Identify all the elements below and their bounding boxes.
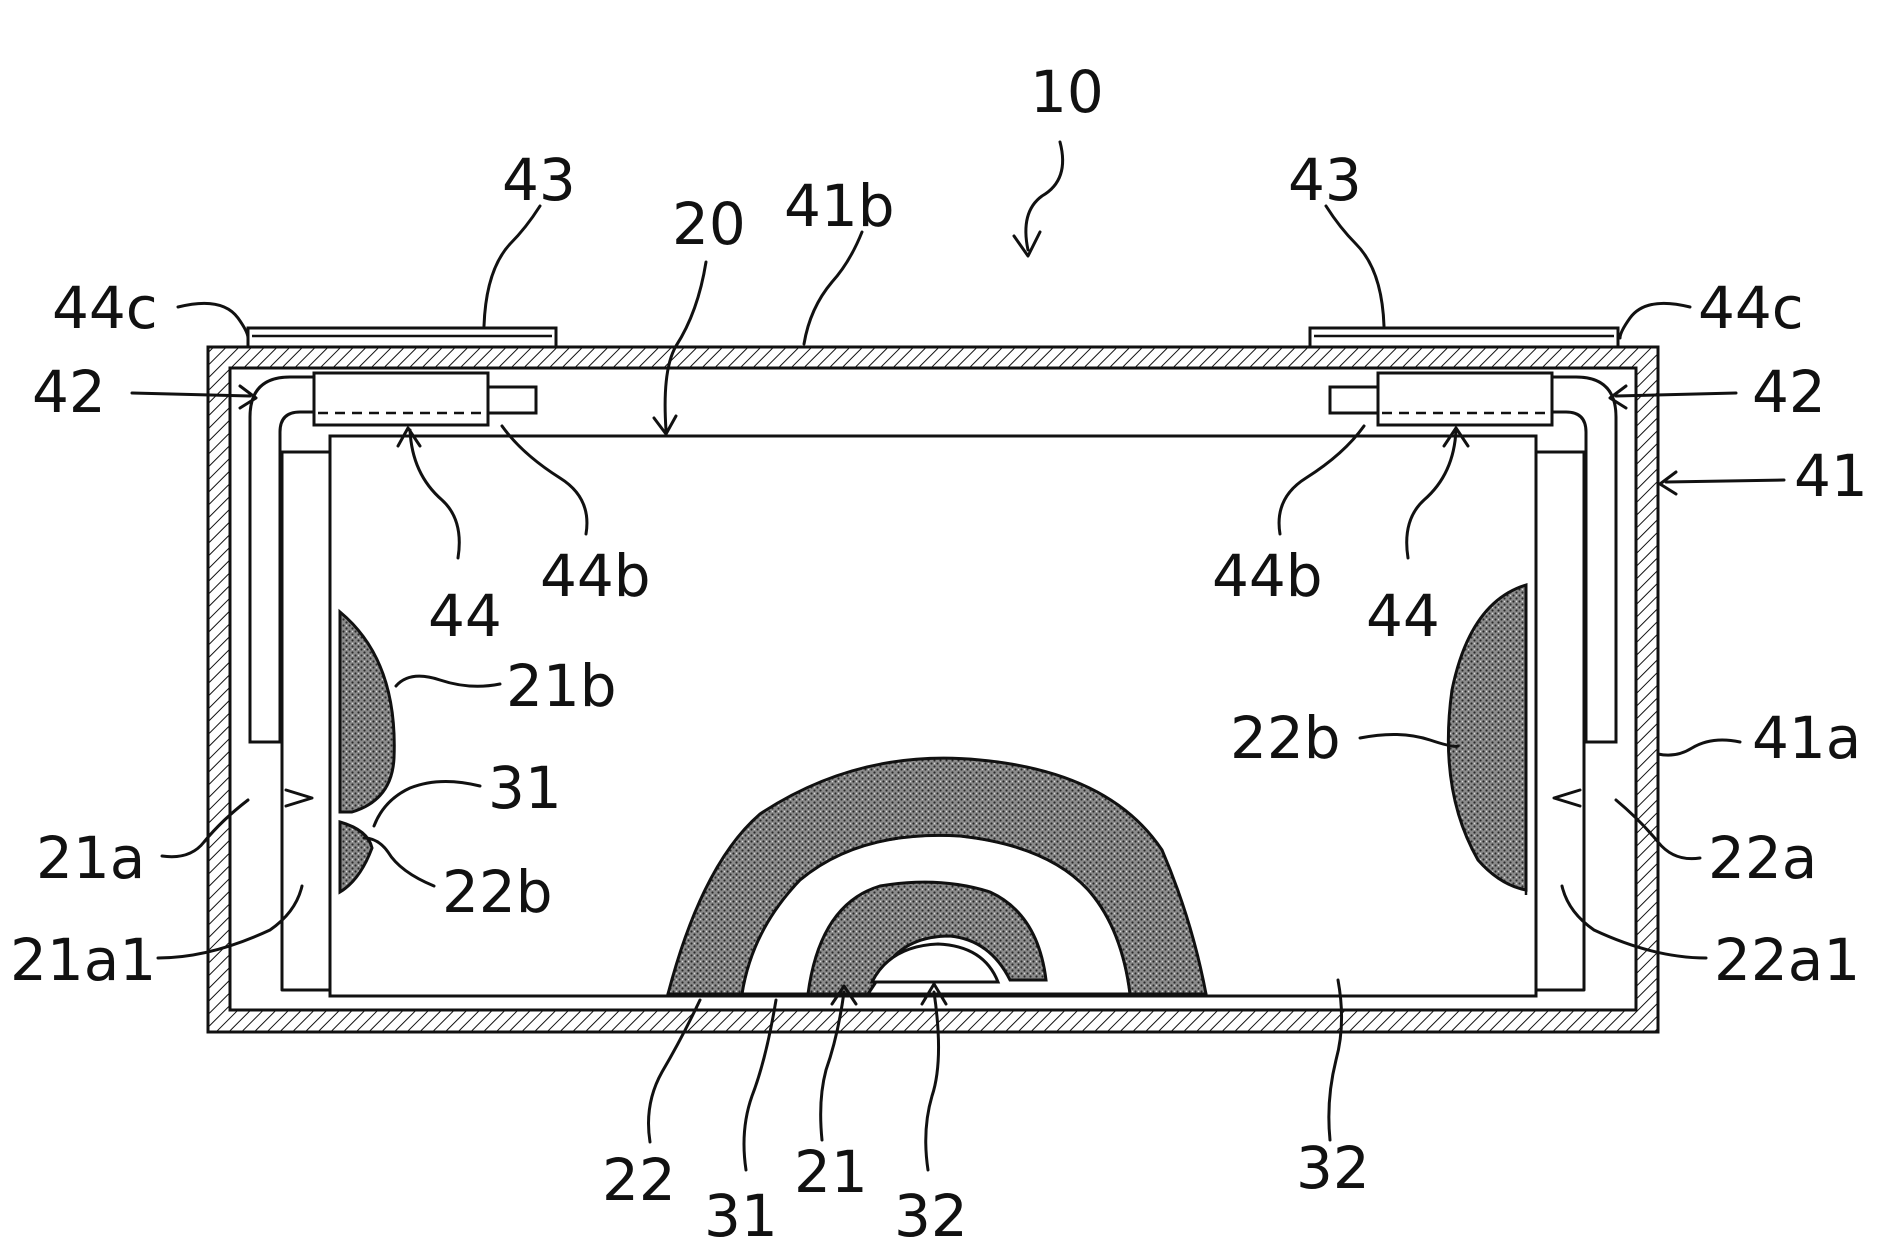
insulator-44-left bbox=[314, 373, 536, 425]
label-22b-right: 22b bbox=[1230, 704, 1341, 772]
terminal-43-left bbox=[248, 328, 556, 347]
label-41a: 41a bbox=[1752, 704, 1861, 772]
label-44b-left: 44b bbox=[540, 542, 651, 610]
terminal-43-right bbox=[1310, 328, 1618, 347]
label-44b-right: 44b bbox=[1212, 542, 1323, 610]
label-21a1: 21a1 bbox=[10, 926, 156, 994]
label-20: 20 bbox=[672, 190, 746, 258]
tab-notch-left bbox=[286, 790, 312, 806]
label-21a: 21a bbox=[36, 824, 145, 892]
label-31-left: 31 bbox=[488, 754, 562, 822]
label-41b: 41b bbox=[784, 172, 895, 240]
label-21-bottom: 21 bbox=[794, 1138, 868, 1206]
label-42-left: 42 bbox=[32, 358, 106, 426]
label-42-right: 42 bbox=[1752, 358, 1826, 426]
label-44c-left: 44c bbox=[52, 274, 158, 342]
insulator-44-right bbox=[1330, 373, 1552, 425]
label-43-right: 43 bbox=[1288, 146, 1362, 214]
label-44c-right: 44c bbox=[1698, 274, 1804, 342]
label-22a1: 22a1 bbox=[1714, 926, 1860, 994]
label-22-bottom: 22 bbox=[602, 1146, 676, 1214]
label-32-right: 32 bbox=[1296, 1134, 1370, 1202]
label-43-left: 43 bbox=[502, 146, 576, 214]
label-22b-left: 22b bbox=[442, 858, 553, 926]
label-32-bottom: 32 bbox=[894, 1182, 968, 1250]
arrow-10 bbox=[1014, 142, 1063, 256]
label-22a: 22a bbox=[1708, 824, 1817, 892]
label-44-right: 44 bbox=[1366, 582, 1440, 650]
label-21b: 21b bbox=[506, 652, 617, 720]
label-44-left: 44 bbox=[428, 582, 502, 650]
label-41: 41 bbox=[1794, 442, 1868, 510]
tab-notch-right bbox=[1554, 790, 1580, 806]
label-31-bottom: 31 bbox=[704, 1182, 778, 1250]
label-10: 10 bbox=[1030, 58, 1104, 126]
